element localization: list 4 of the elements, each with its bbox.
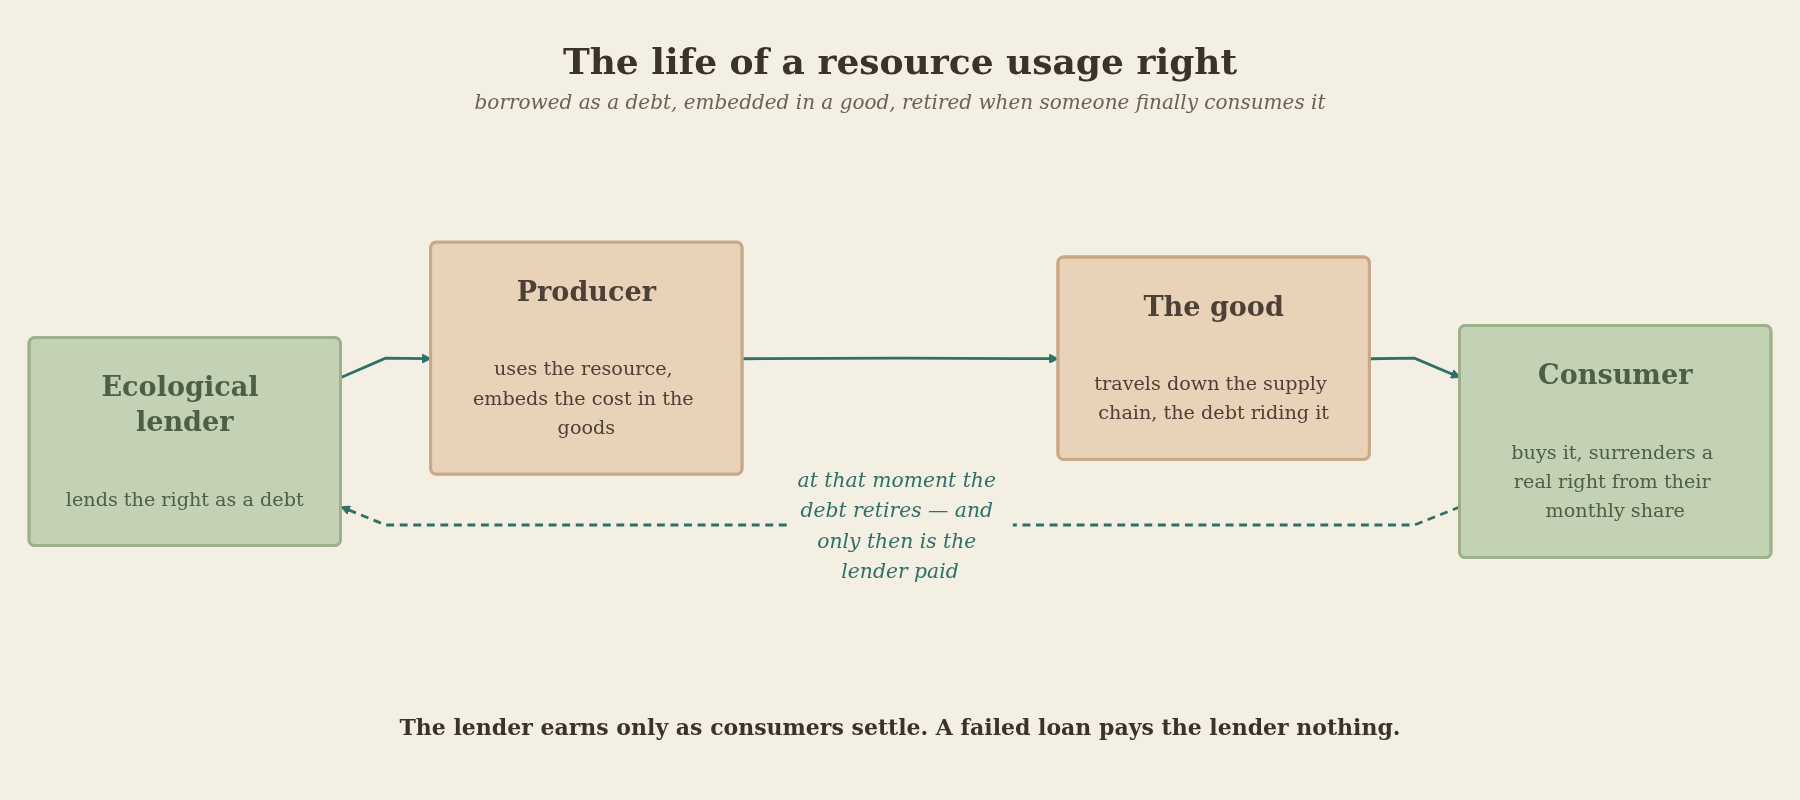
edge-label: at that moment the debt retires — and only then is the lender paid	[797, 467, 996, 583]
subtitle: borrowed as a debt, embedded in a good, retired when someone finally consumes it	[474, 90, 1326, 114]
caption: The lender earns only as consumers settle. A failed loan pays the lender nothing.	[399, 714, 1401, 740]
title: The life of a resource usage right	[562, 40, 1238, 82]
